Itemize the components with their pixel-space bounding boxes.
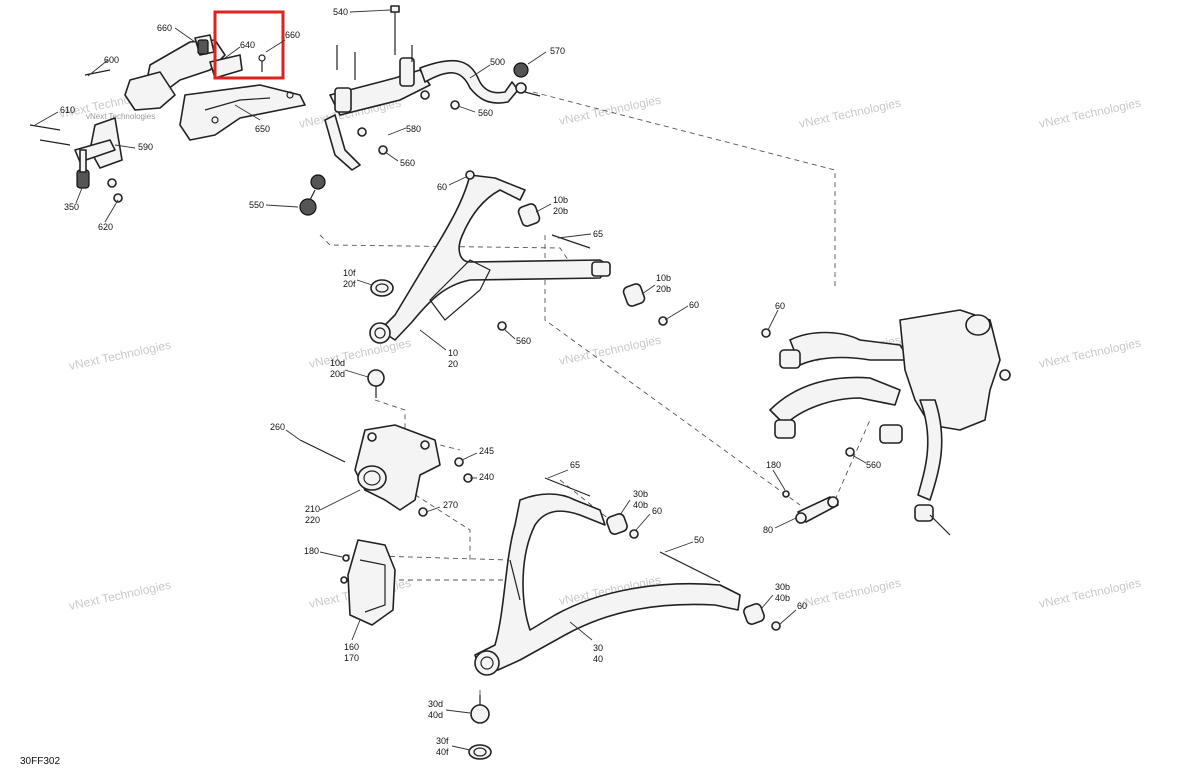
svg-text:vNext Technologies: vNext Technologies xyxy=(68,578,172,613)
svg-text:vNext Technologies: vNext Technologies xyxy=(1038,576,1142,611)
callout-245: 245 xyxy=(479,446,494,456)
callout-30b: 30b xyxy=(633,489,648,499)
callout-labels: 660 600 640 660 650 610 590 350 620 540 … xyxy=(60,7,881,757)
callout-170: 170 xyxy=(344,653,359,663)
callout-640: 640 xyxy=(240,40,255,50)
steering-knuckle xyxy=(299,424,473,517)
lower-a-arm xyxy=(468,477,781,760)
callout-220: 220 xyxy=(305,515,320,525)
svg-text:vNext Technologies: vNext Technologies xyxy=(558,333,662,368)
svg-text:vNext Technologies: vNext Technologies xyxy=(308,336,412,371)
callout-40d: 40d xyxy=(428,710,443,720)
svg-text:vNext Technologies: vNext Technologies xyxy=(68,338,172,373)
assembled-suspension xyxy=(761,309,1011,536)
callout-260: 260 xyxy=(270,422,285,432)
callout-500: 500 xyxy=(490,57,505,67)
callout-65: 65 xyxy=(570,460,580,470)
callout-580: 580 xyxy=(406,124,421,134)
callout-10b: 10b xyxy=(656,273,671,283)
callout-240: 240 xyxy=(479,472,494,482)
stabilizer-bar-assembly xyxy=(299,5,541,216)
callout-550: 550 xyxy=(249,200,264,210)
callout-60: 60 xyxy=(797,601,807,611)
svg-text:vNext Technologies: vNext Technologies xyxy=(1038,96,1142,131)
svg-text:vNext Technologies: vNext Technologies xyxy=(798,96,902,131)
callout-160: 160 xyxy=(344,642,359,652)
callout-570: 570 xyxy=(550,46,565,56)
callout-60: 60 xyxy=(652,506,662,516)
svg-text:vNext Technologies: vNext Technologies xyxy=(798,576,902,611)
callout-270: 270 xyxy=(443,500,458,510)
callout-10b: 10b xyxy=(553,195,568,205)
callout-20f: 20f xyxy=(343,279,356,289)
callout-660: 660 xyxy=(157,23,172,33)
link-rod xyxy=(782,490,839,524)
height-sensor-assembly xyxy=(29,117,123,203)
callout-40: 40 xyxy=(593,654,603,664)
callout-650: 650 xyxy=(255,124,270,134)
callout-660: 660 xyxy=(285,30,300,40)
callout-30f: 30f xyxy=(436,736,449,746)
callout-610: 610 xyxy=(60,105,75,115)
callout-210: 210 xyxy=(305,504,320,514)
svg-text:vNext Technologies: vNext Technologies xyxy=(558,93,662,128)
callout-30: 30 xyxy=(593,643,603,653)
callout-40b: 40b xyxy=(633,500,648,510)
callout-600: 600 xyxy=(104,55,119,65)
callout-590: 590 xyxy=(138,142,153,152)
callout-180: 180 xyxy=(304,546,319,556)
upper-a-arm xyxy=(367,170,668,398)
callout-60: 60 xyxy=(689,300,699,310)
callout-60: 60 xyxy=(775,301,785,311)
callout-350: 350 xyxy=(64,202,79,212)
callout-180: 180 xyxy=(766,460,781,470)
callout-540: 540 xyxy=(333,7,348,17)
upper-bracket-assembly xyxy=(84,34,306,141)
callout-560: 560 xyxy=(516,336,531,346)
callout-60: 60 xyxy=(437,182,447,192)
svg-text:vNext Technologies: vNext Technologies xyxy=(1038,336,1142,371)
guard-plate xyxy=(340,539,396,626)
callout-65: 65 xyxy=(593,229,603,239)
callout-10f: 10f xyxy=(343,268,356,278)
callout-20d: 20d xyxy=(330,369,345,379)
callout-40f: 40f xyxy=(436,747,449,757)
callout-30b: 30b xyxy=(775,582,790,592)
callout-20b: 20b xyxy=(656,284,671,294)
callout-560: 560 xyxy=(478,108,493,118)
diagram-code: 30FF302 xyxy=(20,756,60,767)
callout-10: 10 xyxy=(448,348,458,358)
callout-20: 20 xyxy=(448,359,458,369)
watermark-text: vNext Technologies xyxy=(86,112,155,121)
leader-lines xyxy=(34,9,867,751)
callout-620: 620 xyxy=(98,222,113,232)
callout-50: 50 xyxy=(694,535,704,545)
callout-80: 80 xyxy=(763,525,773,535)
callout-40b: 40b xyxy=(775,593,790,603)
callout-30d: 30d xyxy=(428,699,443,709)
callout-560: 560 xyxy=(400,158,415,168)
callout-10d: 10d xyxy=(330,358,345,368)
callout-560: 560 xyxy=(866,460,881,470)
callout-20b: 20b xyxy=(553,206,568,216)
highlight-box xyxy=(213,10,285,80)
